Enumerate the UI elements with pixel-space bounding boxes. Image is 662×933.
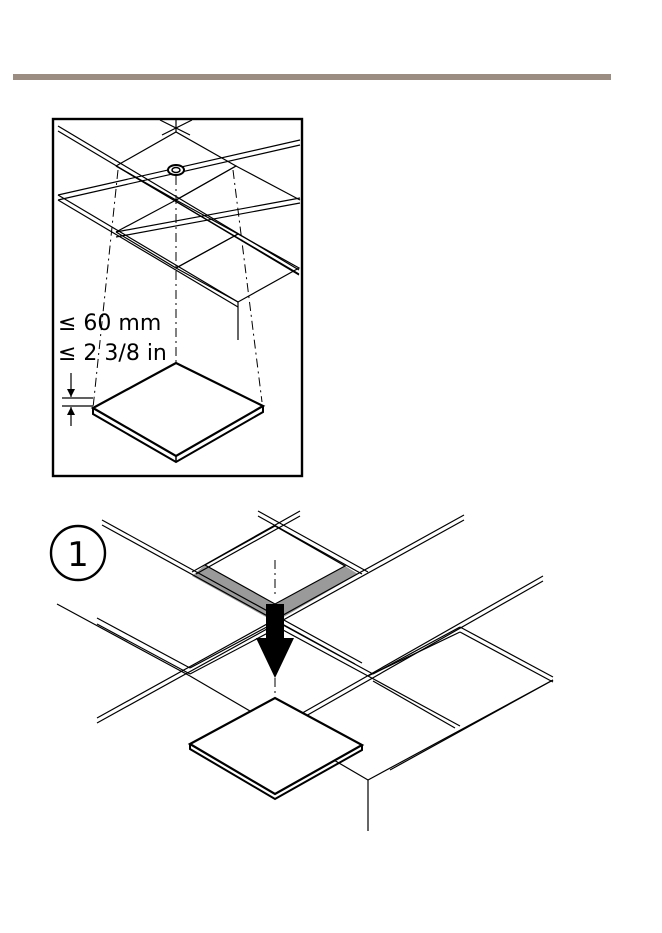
step-number-badge: 1 bbox=[51, 526, 105, 580]
ceiling-tile bbox=[190, 698, 362, 799]
arrow-down-icon bbox=[256, 604, 294, 678]
detail-panel: ≤ 60 mm ≤ 2 3/8 in bbox=[53, 119, 302, 476]
ceiling-grid-detail bbox=[58, 120, 300, 340]
step-number: 1 bbox=[67, 535, 89, 575]
max-height-imperial: ≤ 2 3/8 in bbox=[58, 341, 167, 366]
max-height-metric: ≤ 60 mm bbox=[58, 311, 161, 336]
ceiling-tile-detail bbox=[93, 363, 263, 462]
step-1-illustration: 1 bbox=[51, 511, 553, 831]
dimension-arrow-icon bbox=[62, 373, 93, 426]
mount-hole-icon bbox=[168, 165, 184, 175]
